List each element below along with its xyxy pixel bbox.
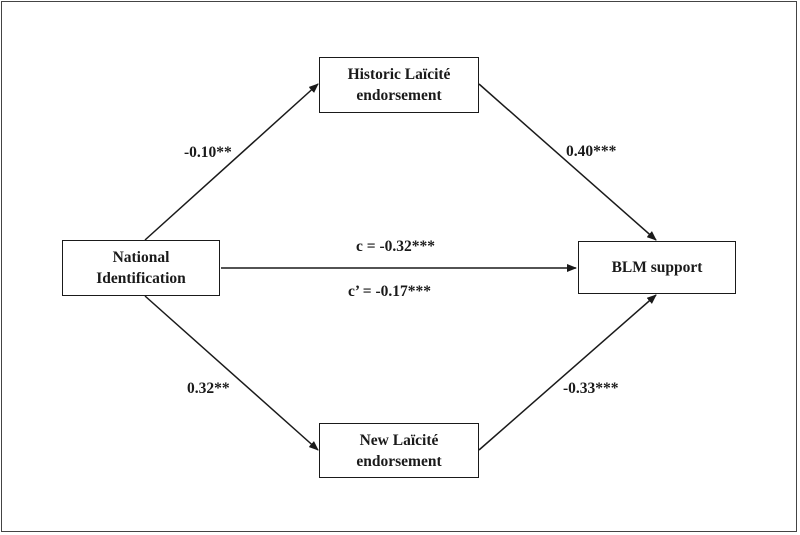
node-historic-line1: Historic Laïcité — [347, 66, 451, 83]
node-national-identification: National Identification — [62, 240, 220, 296]
coefficient-national-to-historic: -0.10** — [184, 144, 232, 161]
node-historic-laicite: Historic Laïcité endorsement — [319, 57, 479, 113]
arrow-new-to-blm — [478, 294, 657, 451]
coefficient-national-to-new: 0.32** — [187, 380, 230, 397]
node-new-line2: endorsement — [356, 452, 442, 470]
node-new-laicite: New Laïcité endorsement — [319, 423, 479, 478]
node-national-line1: National — [112, 249, 170, 266]
arrow-national-to-new — [144, 295, 319, 451]
coefficient-total-effect: c = -0.32*** — [356, 238, 435, 255]
node-national-line2: Identification — [96, 270, 186, 287]
arrow-historic-to-blm — [478, 83, 657, 241]
node-new-line1: New Laïcité — [359, 431, 439, 449]
node-blm-support: BLM support — [578, 241, 736, 294]
coefficient-direct-effect: c’ = -0.17*** — [348, 283, 432, 300]
node-historic-line2: endorsement — [356, 87, 442, 104]
coefficient-historic-to-blm: 0.40*** — [566, 143, 617, 160]
arrow-national-to-historic — [144, 83, 319, 241]
node-blm-label: BLM support — [611, 259, 703, 276]
coefficient-new-to-blm: -0.33*** — [563, 380, 619, 397]
